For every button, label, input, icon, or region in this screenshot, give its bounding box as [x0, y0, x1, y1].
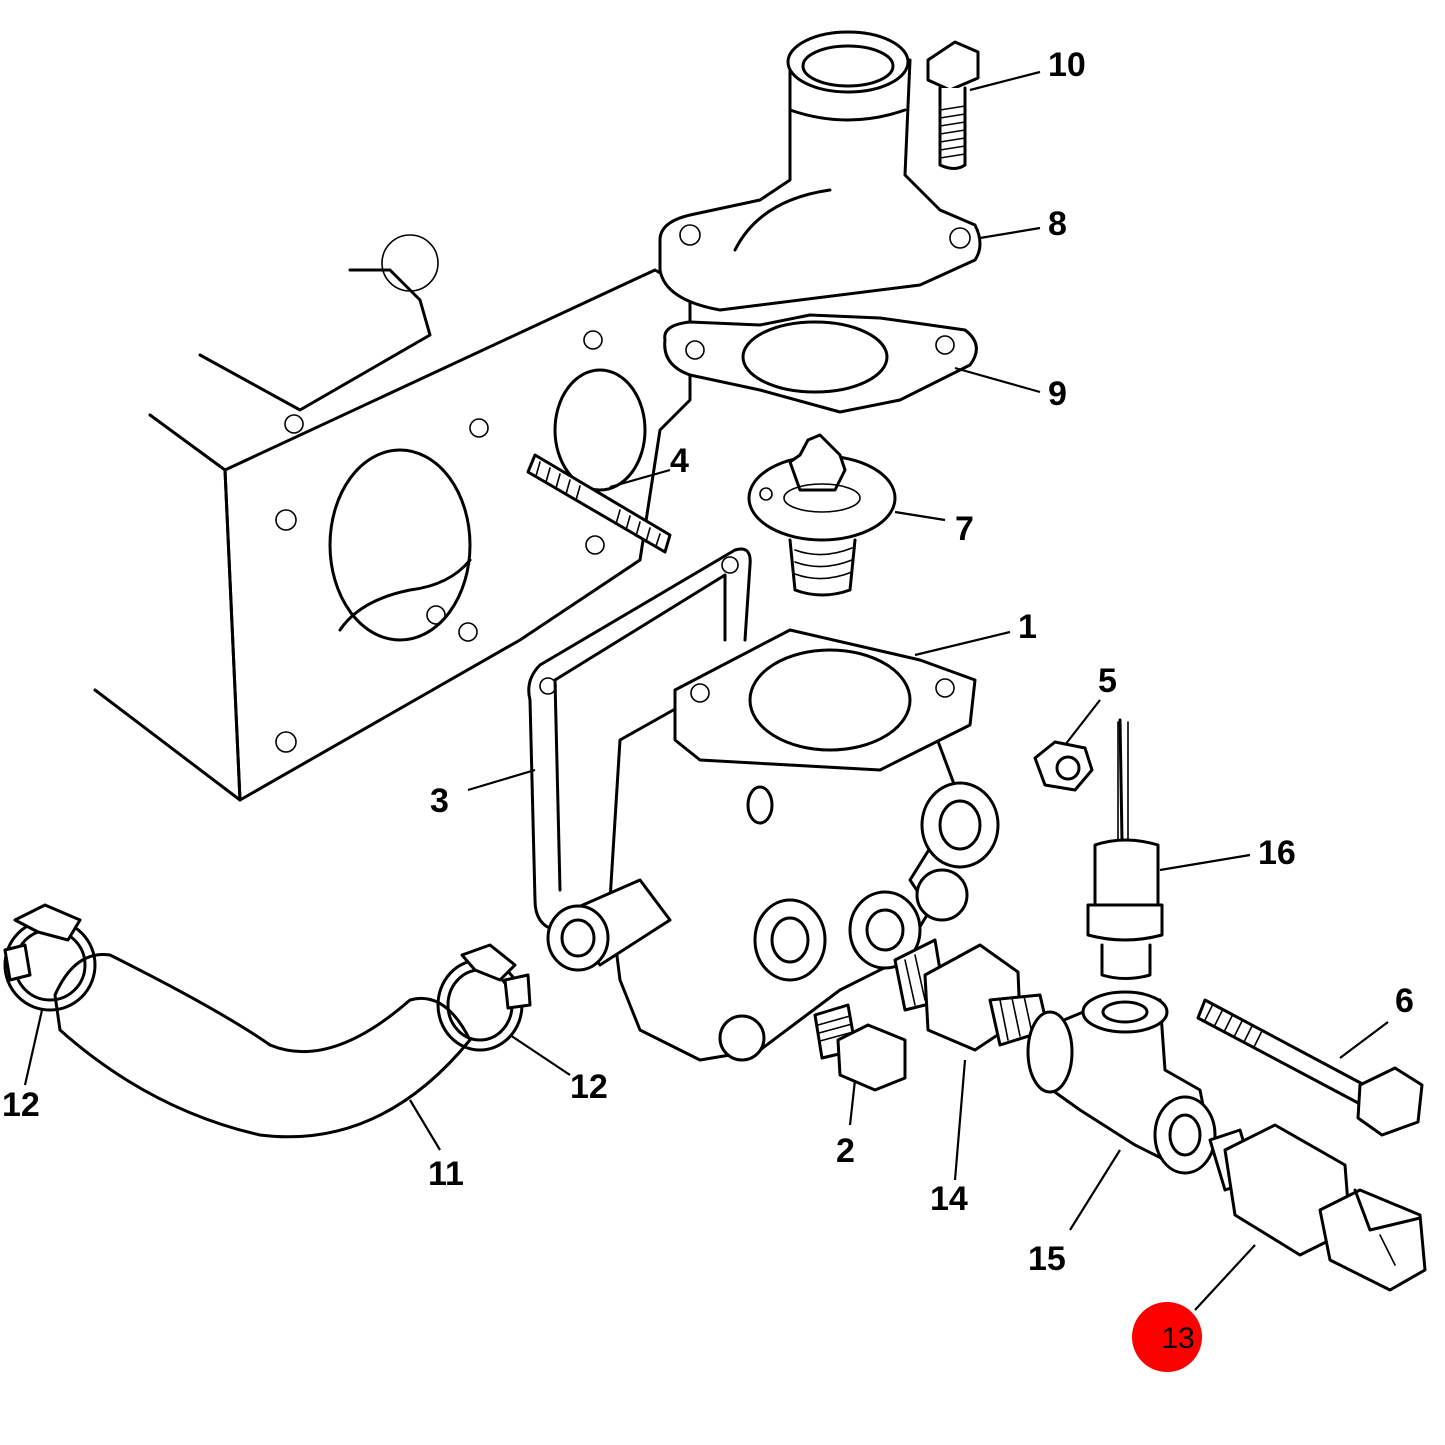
bolt-6	[1196, 998, 1424, 1137]
callout-12-right: 12	[570, 1068, 608, 1106]
stud-4	[526, 453, 672, 554]
callout-labels: 10 8 9 4 7 1 5 16 6 3 2 14 15 11 12 12	[2, 46, 1414, 1278]
adapter-14	[893, 938, 1050, 1052]
callout-2: 2	[836, 1132, 855, 1170]
callout-10: 10	[1048, 46, 1086, 84]
callout-14: 14	[930, 1180, 968, 1218]
engine-block	[93, 234, 692, 802]
hose-clip-right	[436, 943, 532, 1052]
temperature-sender-16	[1086, 718, 1164, 980]
callout-12-left: 12	[2, 1086, 40, 1124]
drain-plug-2	[813, 1003, 907, 1092]
hose-clip-left	[3, 903, 97, 1012]
callout-5: 5	[1098, 662, 1117, 700]
outlet-gasket	[663, 313, 978, 414]
callout-11: 11	[428, 1155, 464, 1193]
nut-5	[1033, 740, 1094, 792]
callout-7: 7	[955, 510, 974, 548]
thermostat	[747, 433, 897, 597]
callout-9: 9	[1048, 375, 1067, 413]
callout-8: 8	[1048, 205, 1067, 243]
thermostat-housing	[546, 628, 1000, 1062]
sensor-13	[1208, 1123, 1427, 1292]
highlighted-callout-label: 13	[1161, 1322, 1194, 1355]
bolt-10	[926, 40, 980, 170]
coolant-hose-11	[53, 953, 472, 1139]
callout-4: 4	[670, 442, 689, 480]
callout-16: 16	[1258, 834, 1296, 872]
callout-15: 15	[1028, 1240, 1066, 1278]
housing-gasket	[527, 547, 752, 932]
tee-piece-15	[1026, 990, 1217, 1175]
callout-1: 1	[1018, 608, 1037, 646]
callout-3: 3	[430, 782, 449, 820]
water-outlet-elbow	[658, 30, 982, 312]
callout-6: 6	[1395, 982, 1414, 1020]
leader-lines	[23, 70, 1389, 1311]
highlighted-callout-13: 13	[1132, 1302, 1202, 1372]
